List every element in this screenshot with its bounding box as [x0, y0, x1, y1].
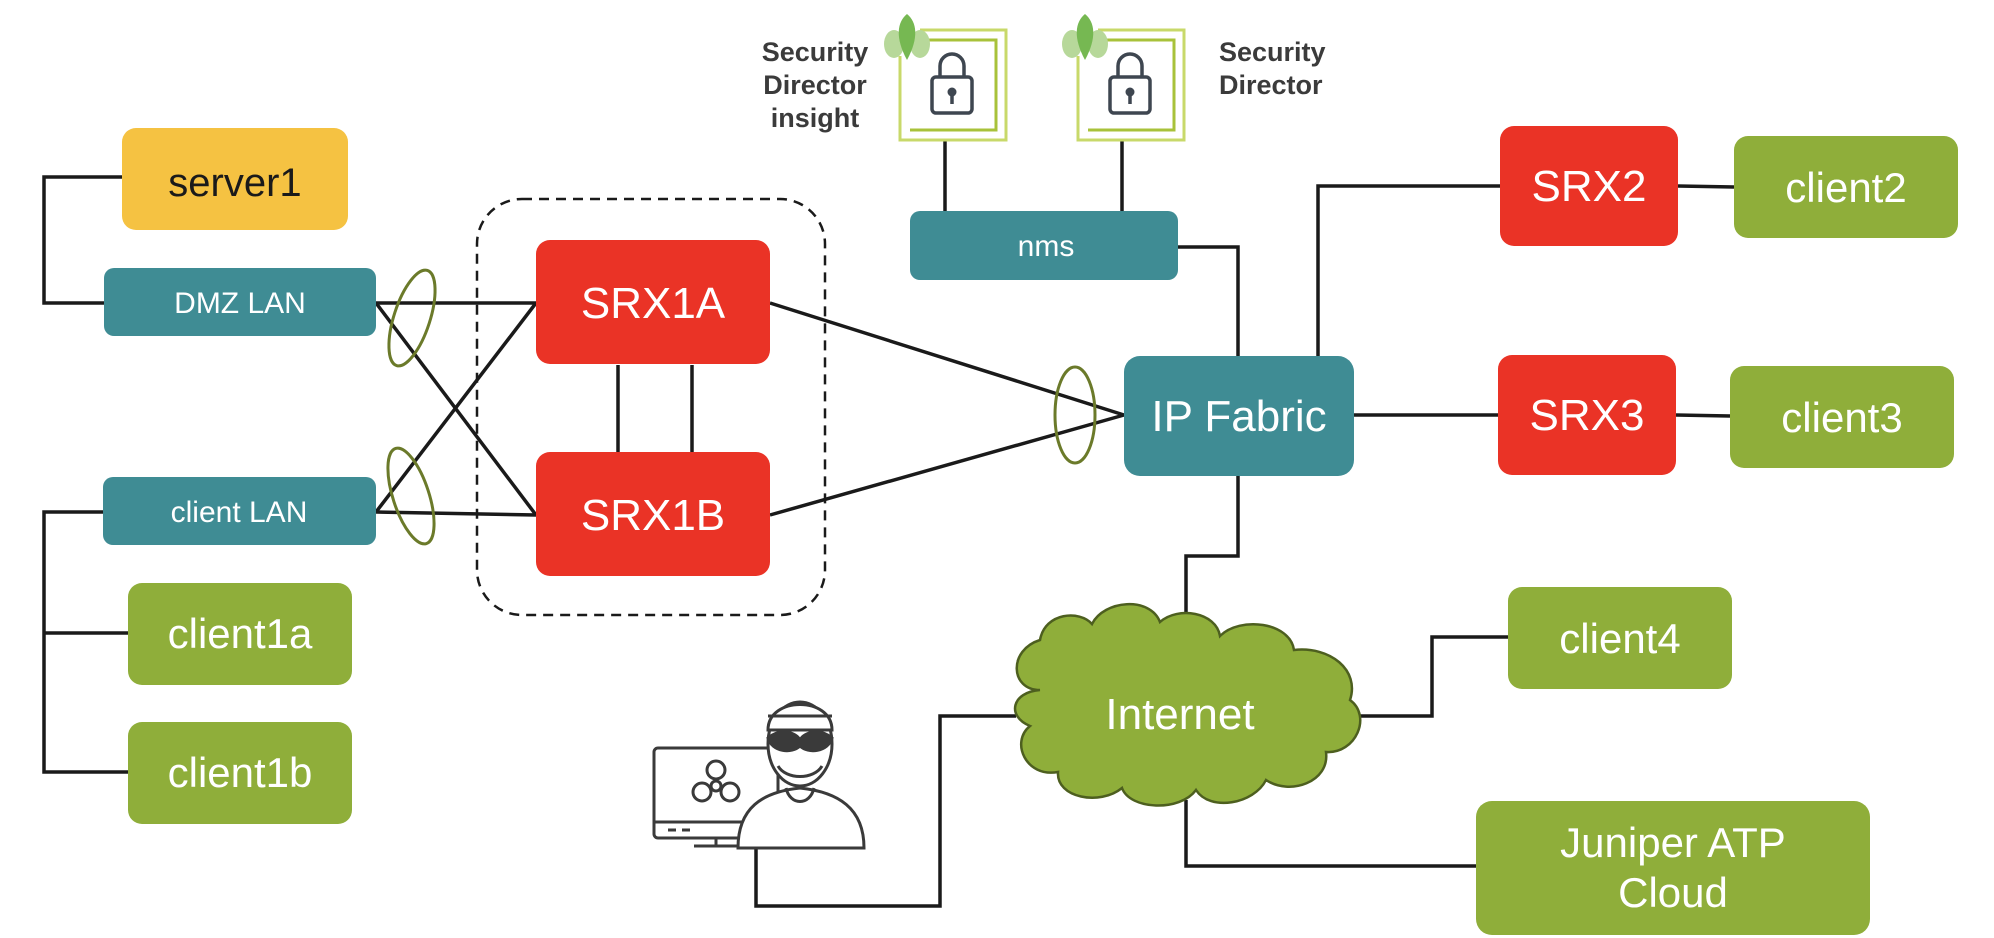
internet-cloud[interactable]: Internet: [1013, 602, 1362, 807]
sd-insight-caption: Security Director insight: [762, 37, 869, 133]
dmz-lan-label: DMZ LAN: [174, 287, 306, 320]
client-lan-node[interactable]: client LAN: [103, 477, 376, 545]
srx3-node[interactable]: SRX3: [1498, 355, 1676, 475]
lag-ellipse-ipfabric: [1053, 365, 1097, 465]
client-lan-label: client LAN: [171, 496, 308, 529]
client3-node[interactable]: client3: [1730, 366, 1954, 468]
sd-caption: Security Director: [1219, 37, 1326, 100]
srx1a-node[interactable]: SRX1A: [536, 240, 770, 364]
link-ipfabric-srx2: [1316, 184, 1500, 356]
hacker-icon: [736, 700, 866, 850]
sd-leaf-icon: [1062, 14, 1108, 60]
connection-lines: [42, 140, 1735, 908]
link-nms-ipfabric: [1178, 245, 1240, 356]
security-director-block: Security Director: [1062, 14, 1326, 142]
link-internet-client4: [1358, 635, 1508, 718]
link-srx1a-ipfabric: [769, 301, 1125, 417]
link-server1-dmz: [42, 175, 122, 305]
link-clientlan-srx1b: [375, 510, 537, 517]
srx3-label: SRX3: [1530, 391, 1645, 440]
ip-fabric-label: IP Fabric: [1151, 392, 1326, 441]
sd-insight-leaf-icon: [884, 14, 930, 60]
lag-markers: [386, 268, 1097, 546]
client1b-label: client1b: [168, 749, 313, 796]
link-internet-attacker: [754, 714, 1016, 908]
sd-insight-padlock-icon[interactable]: [898, 28, 1008, 142]
sd-line2: Director: [1219, 70, 1323, 100]
dmz-lan-node[interactable]: DMZ LAN: [104, 268, 376, 336]
client4-node[interactable]: client4: [1508, 587, 1732, 689]
nms-label: nms: [1018, 230, 1075, 263]
link-clientlan-srx1a: [374, 301, 538, 514]
nms-node[interactable]: nms: [910, 211, 1178, 280]
client2-node[interactable]: client2: [1734, 136, 1958, 238]
sd-insight-line1: Security: [762, 37, 869, 67]
lag-ellipse-clientlan: [386, 446, 436, 546]
srx2-label: SRX2: [1532, 162, 1647, 211]
link-clientlan-clients: [42, 510, 128, 774]
link-srx3-client3: [1675, 413, 1731, 418]
ip-fabric-node[interactable]: IP Fabric: [1124, 356, 1354, 476]
atp-cloud-line2: Cloud: [1618, 869, 1728, 916]
atp-cloud-line1: Juniper ATP: [1560, 819, 1786, 866]
srx1a-label: SRX1A: [581, 279, 726, 328]
client3-label: client3: [1781, 394, 1902, 441]
client1a-node[interactable]: client1a: [128, 583, 352, 685]
lag-ellipse-dmz: [387, 268, 437, 368]
client2-label: client2: [1785, 164, 1906, 211]
srx2-node[interactable]: SRX2: [1500, 126, 1678, 246]
link-srx2-client2: [1677, 184, 1735, 189]
client1a-label: client1a: [168, 610, 313, 657]
attacker-icon: [652, 700, 866, 850]
sd-insight-line3: insight: [771, 103, 860, 133]
client4-label: client4: [1559, 615, 1680, 662]
server1-label: server1: [168, 161, 301, 205]
client1b-node[interactable]: client1b: [128, 722, 352, 824]
link-ipfabric-internet: [1184, 475, 1240, 640]
srx1b-node[interactable]: SRX1B: [536, 452, 770, 576]
sd-insight-line2: Director: [763, 70, 867, 100]
sd-padlock-icon[interactable]: [1076, 28, 1186, 142]
internet-label: Internet: [1105, 690, 1254, 739]
security-director-insight-block: Security Director insight: [762, 14, 1008, 142]
juniper-atp-cloud-node[interactable]: Juniper ATP Cloud: [1476, 801, 1870, 935]
srx1-cluster-outline: [475, 197, 827, 617]
sd-line1: Security: [1219, 37, 1326, 67]
srx1b-label: SRX1B: [581, 491, 725, 540]
link-srx1b-ipfabric: [769, 413, 1125, 517]
server1-node[interactable]: server1: [122, 128, 348, 230]
link-internet-atp: [1184, 800, 1476, 868]
